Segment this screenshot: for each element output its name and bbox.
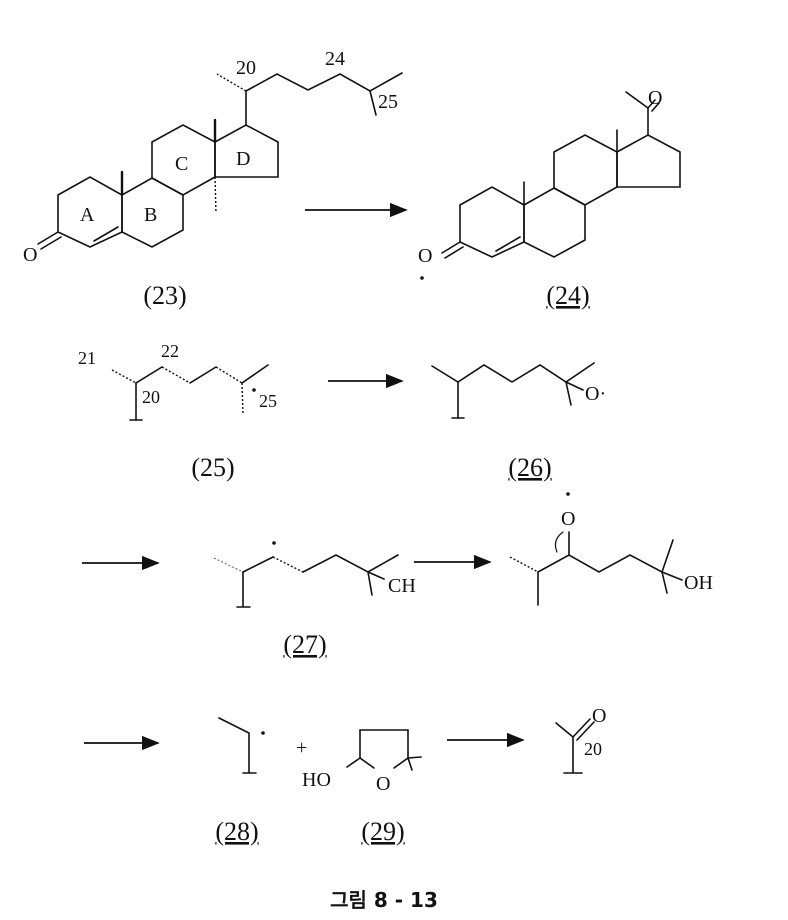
- hydroxyl-label: HO: [302, 769, 331, 791]
- oxygen-label: O: [418, 245, 432, 267]
- atom-label-25: 25: [378, 91, 398, 113]
- compound-number-25: (25): [191, 453, 234, 482]
- ring-label-c: C: [175, 153, 188, 175]
- atom-label-22: 22: [161, 341, 179, 361]
- atom-label-24: 24: [325, 48, 345, 70]
- ring-label-b: B: [144, 204, 157, 226]
- alkoxy-intermediate-structure: O OH: [509, 492, 713, 606]
- compound-number-29: (29): [361, 817, 404, 846]
- atom-label-20: 20: [584, 739, 602, 759]
- ketone-oxygen-label: O: [648, 87, 662, 109]
- ring-label-a: A: [80, 204, 95, 226]
- compound-27-structure: CH: [213, 541, 416, 608]
- ch-label: CH: [388, 575, 416, 597]
- figure-caption: 그림 8 - 13: [330, 888, 438, 912]
- ring-oxygen-label: O: [376, 773, 390, 795]
- methyl-ketone-product-structure: O 20: [555, 705, 606, 774]
- compound-number-24: (24): [546, 281, 589, 310]
- atom-label-21: 21: [78, 348, 96, 368]
- ring-label-d: D: [236, 148, 250, 170]
- hydroxyl-label: OH: [684, 572, 713, 594]
- oxy-radical-label: O·: [585, 383, 606, 405]
- compound-25-structure: 21 22 20 25: [78, 341, 277, 421]
- compound-29-structure: HO O: [302, 729, 422, 795]
- compound-number-28: (28): [215, 817, 258, 846]
- compound-26-structure: O·: [431, 362, 606, 419]
- oxygen-label: O: [23, 244, 37, 266]
- compound-28-structure: [218, 717, 265, 774]
- compound-number-26: (26): [508, 453, 551, 482]
- oxygen-label: O: [592, 705, 606, 727]
- compound-number-23: (23): [143, 281, 186, 310]
- compound-24-structure: [420, 91, 681, 280]
- compound-23-structure: 20 24 25 A B C D O: [23, 48, 403, 266]
- oxygen-label: O: [561, 508, 575, 530]
- atom-label-20: 20: [236, 57, 256, 79]
- atom-label-20: 20: [142, 387, 160, 407]
- compound-number-27: (27): [283, 630, 326, 659]
- plus-sign: +: [296, 737, 307, 759]
- atom-label-25: 25: [259, 391, 277, 411]
